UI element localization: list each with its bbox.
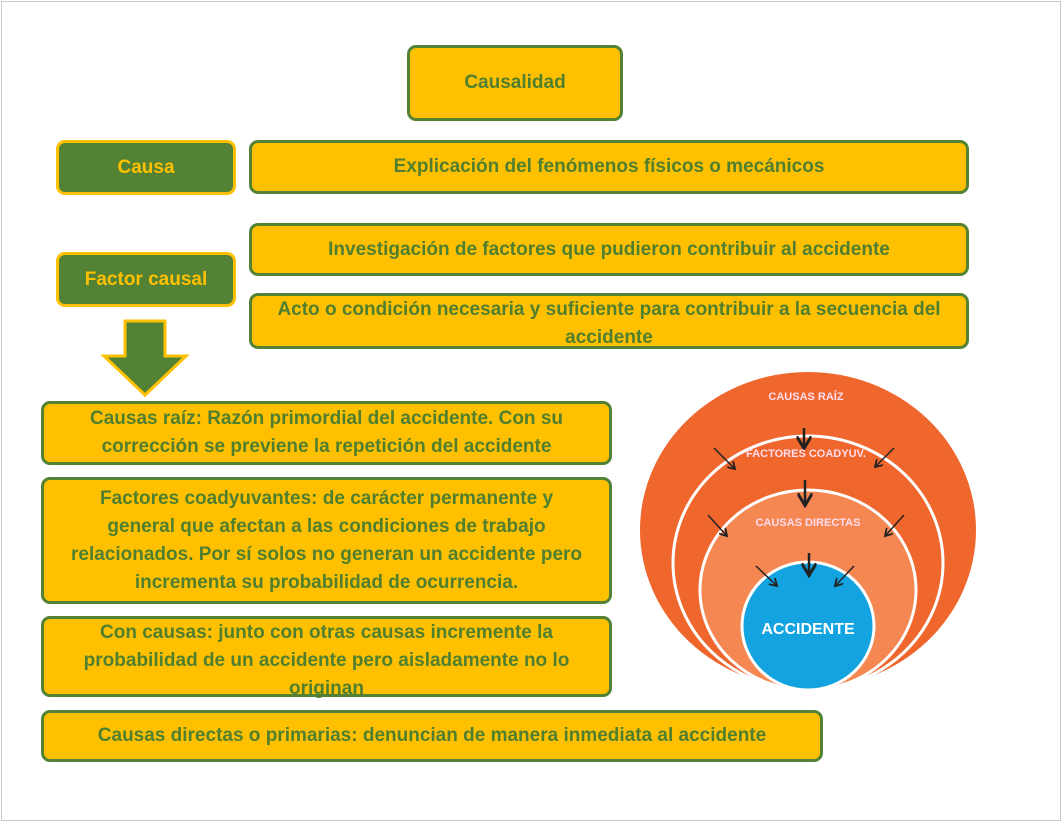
down-arrow-icon [100, 319, 190, 398]
label-accidente: ACCIDENTE [761, 621, 855, 638]
factor-causal-box: Factor causal [56, 252, 236, 307]
type-factores-coadyuvantes: Factores coadyuvantes: de carácter perma… [41, 477, 612, 604]
svg-text:CAUSAS DIRECTAS: CAUSAS DIRECTAS [756, 517, 861, 529]
type-causas-raiz: Causas raíz: Razón primordial del accide… [41, 401, 612, 465]
svg-text:ACCIDENTE: ACCIDENTE [761, 621, 855, 638]
factor-description-2: Acto o condición necesaria y suficiente … [249, 293, 969, 349]
factor-description-1: Investigación de factores que pudieron c… [249, 223, 969, 276]
causa-description: Explicación del fenómenos físicos o mecá… [249, 140, 969, 194]
label-factores: FACTORES COADYUV. [746, 448, 866, 460]
title-box: Causalidad [407, 45, 623, 121]
svg-text:CAUSAS RAÍZ: CAUSAS RAÍZ [768, 390, 843, 403]
label-causas-raiz: CAUSAS RAÍZ [768, 390, 843, 403]
causa-box: Causa [56, 140, 236, 195]
causality-circle-diagram: CAUSAS RAÍZ FACTORES COADYUV. CAUSAS DIR… [640, 372, 976, 692]
label-causas-directas: CAUSAS DIRECTAS [756, 517, 861, 529]
type-con-causas: Con causas: junto con otras causas incre… [41, 616, 612, 699]
type-causas-directas: Causas directas o primarias: denuncian d… [41, 710, 823, 762]
svg-text:FACTORES COADYUV.: FACTORES COADYUV. [746, 448, 866, 460]
arrows [707, 428, 905, 585]
